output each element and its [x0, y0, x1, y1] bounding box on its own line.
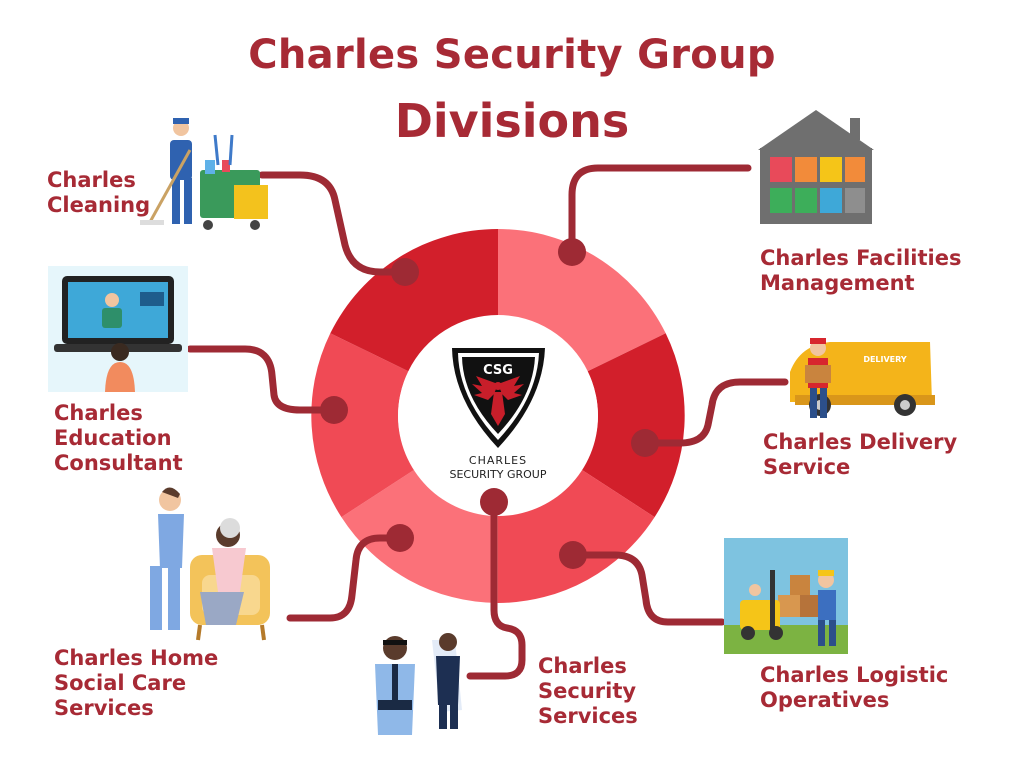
connector-security [466, 498, 526, 680]
connectors [186, 164, 789, 680]
label-education: Charles Education Consultant [54, 401, 183, 476]
ring-segment-4 [341, 469, 498, 603]
ring-segment-2 [581, 333, 685, 518]
label-facilities: Charles Facilities Management [760, 246, 961, 296]
label-logistic-line2: Operatives [760, 688, 890, 712]
logo-name-line2: SECURITY GROUP [450, 468, 547, 481]
label-delivery-line2: Service [763, 455, 851, 479]
label-education-line1: Charles [54, 401, 143, 425]
page-title: Charles Security Group [248, 32, 776, 78]
logo-name-line1: CHARLES [469, 454, 527, 467]
label-logistic: Charles Logistic Operatives [760, 663, 948, 713]
cleaning-illustration [140, 118, 268, 230]
label-home-care-line2: Social Care [54, 671, 187, 695]
dot-security [480, 488, 508, 516]
label-logistic-line1: Charles Logistic [760, 663, 949, 687]
label-home-care-line1: Charles Home [54, 646, 219, 670]
phoenix-icon [472, 376, 524, 426]
logistic-illustration [724, 538, 848, 654]
label-security: Charles Security Services [538, 654, 638, 729]
label-facilities-line1: Charles Facilities [760, 246, 962, 270]
connector-home-care [286, 534, 404, 622]
dot-cleaning [391, 258, 419, 286]
label-security-line3: Services [538, 704, 638, 728]
dot-facilities [558, 238, 586, 266]
label-facilities-line2: Management [760, 271, 915, 295]
connector-facilities [568, 164, 752, 254]
logo-initials: CSG [483, 363, 513, 378]
education-illustration [48, 266, 188, 392]
dot-delivery [631, 429, 659, 457]
label-cleaning: Charles Cleaning [47, 168, 150, 218]
label-home-care: Charles Home Social Care Services [54, 646, 218, 721]
connector-dots [320, 238, 659, 569]
label-security-line1: Charles [538, 654, 627, 678]
connector-delivery [641, 378, 789, 447]
security-illustration [375, 633, 462, 735]
ring-segment-3 [498, 469, 655, 603]
dot-education [320, 396, 348, 424]
page-subtitle: Divisions [394, 94, 630, 148]
label-education-line2: Education [54, 426, 172, 450]
label-education-line3: Consultant [54, 451, 183, 475]
label-cleaning-line2: Cleaning [47, 193, 151, 217]
van-delivery-text: DELIVERY [863, 355, 907, 364]
home-care-illustration [150, 487, 270, 641]
connector-cleaning [258, 171, 409, 276]
ring-segment-5 [311, 333, 415, 518]
facilities-illustration [758, 110, 874, 224]
connector-logistic [569, 551, 726, 626]
csg-logo: CSG CHARLES SECURITY GROUP [450, 348, 547, 481]
label-security-line2: Security [538, 679, 637, 703]
dot-home-care [386, 524, 414, 552]
label-cleaning-line1: Charles [47, 168, 136, 192]
delivery-illustration: DELIVERY [790, 338, 935, 418]
ring-segment-1 [498, 229, 666, 372]
connector-education [186, 345, 338, 414]
label-home-care-line3: Services [54, 696, 154, 720]
ring-segment-6 [330, 229, 498, 372]
label-delivery-line1: Charles Delivery [763, 430, 958, 454]
dot-logistic [559, 541, 587, 569]
label-delivery: Charles Delivery Service [763, 430, 957, 480]
